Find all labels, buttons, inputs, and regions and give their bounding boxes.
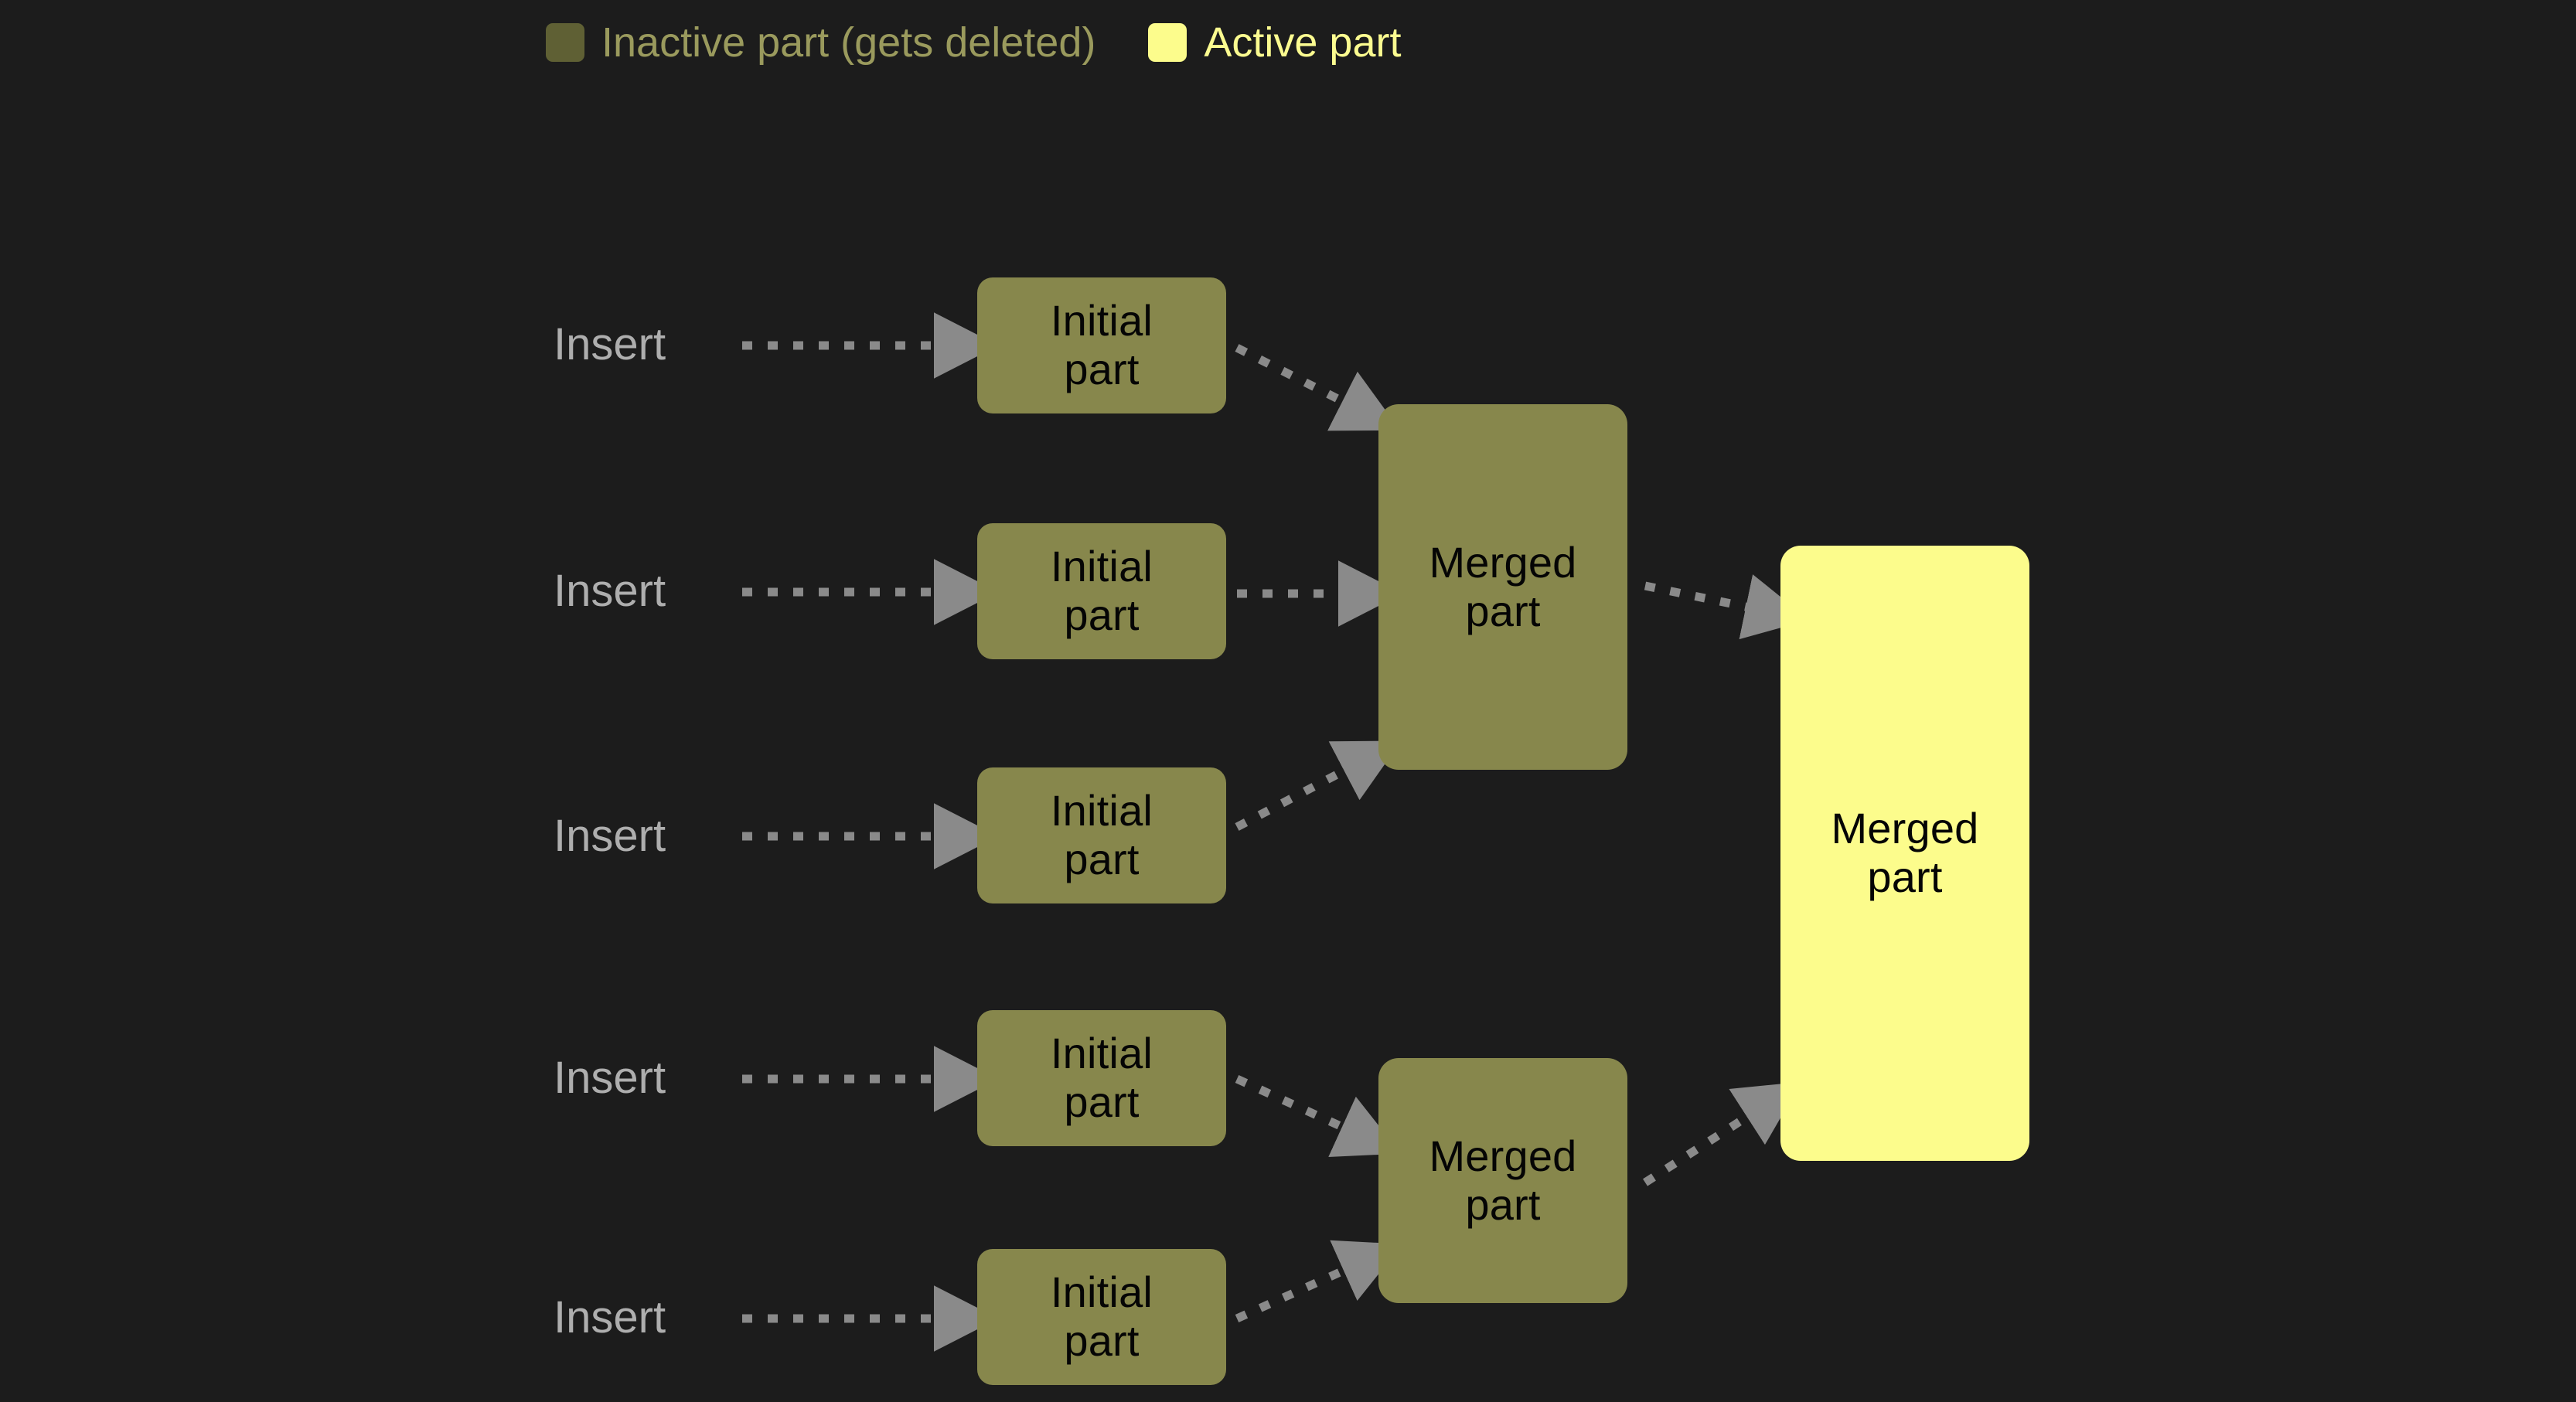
node-line-2: part xyxy=(1064,1077,1140,1126)
insert-label-2: Insert xyxy=(554,566,666,616)
node-line-2: part xyxy=(1064,345,1140,393)
node-initial-part-2-label: Initial part xyxy=(1046,542,1157,639)
node-initial-part-3[interactable]: Initial part xyxy=(977,767,1226,903)
edge-merged-bottom-to-final xyxy=(1643,1081,1801,1186)
node-initial-part-5-label: Initial part xyxy=(1046,1268,1157,1365)
node-initial-part-4[interactable]: Initial part xyxy=(977,1010,1226,1146)
node-initial-part-4-label: Initial part xyxy=(1046,1029,1157,1126)
node-line-1: Merged xyxy=(1429,537,1577,587)
square-swatch-icon xyxy=(1148,23,1187,62)
insert-label-3: Insert xyxy=(554,811,666,861)
edge-initial-1-to-merged-top xyxy=(1235,344,1400,431)
insert-label-1: Insert xyxy=(554,319,666,369)
edge-initial-3-to-merged-top xyxy=(1235,740,1402,831)
node-merged-part-top-label: Merged part xyxy=(1424,537,1581,635)
insert-label-4: Insert xyxy=(554,1053,666,1103)
legend-item-inactive: Inactive part (gets deleted) xyxy=(546,22,1095,63)
node-line-1: Initial xyxy=(1050,296,1153,345)
node-line-1: Initial xyxy=(1050,542,1153,591)
edge-initial-4-to-merged-bottom xyxy=(1235,1074,1402,1158)
node-line-2: part xyxy=(1064,590,1140,639)
node-line-1: Initial xyxy=(1050,786,1153,835)
node-line-1: Initial xyxy=(1050,1268,1153,1317)
insert-label-5: Insert xyxy=(554,1292,666,1342)
node-line-1: Merged xyxy=(1831,804,1979,853)
node-merged-part-bottom[interactable]: Merged part xyxy=(1378,1058,1627,1303)
node-initial-part-5[interactable]: Initial part xyxy=(977,1249,1226,1385)
legend-item-active-label: Active part xyxy=(1204,19,1402,66)
node-line-2: part xyxy=(1465,586,1541,635)
node-initial-part-1[interactable]: Initial part xyxy=(977,277,1226,413)
node-merged-part-top[interactable]: Merged part xyxy=(1378,404,1627,770)
node-line-1: Merged xyxy=(1429,1131,1577,1180)
node-initial-part-2[interactable]: Initial part xyxy=(977,523,1226,659)
square-swatch-icon xyxy=(546,23,584,62)
node-merged-part-final[interactable]: Merged part xyxy=(1780,546,2029,1161)
legend: Inactive part (gets deleted) Active part xyxy=(546,22,1401,63)
legend-item-active: Active part xyxy=(1148,22,1401,63)
node-line-2: part xyxy=(1465,1179,1541,1229)
node-line-2: part xyxy=(1064,1316,1140,1365)
node-merged-part-final-label: Merged part xyxy=(1826,804,1983,901)
legend-item-inactive-label: Inactive part (gets deleted) xyxy=(601,19,1096,66)
edge-initial-5-to-merged-bottom xyxy=(1235,1240,1403,1323)
node-line-2: part xyxy=(1867,852,1943,901)
node-line-1: Initial xyxy=(1050,1029,1153,1078)
node-initial-part-3-label: Initial part xyxy=(1046,786,1157,883)
node-line-2: part xyxy=(1064,835,1140,883)
node-initial-part-1-label: Initial part xyxy=(1046,296,1157,393)
edge-merged-top-to-final xyxy=(1644,574,1810,640)
node-merged-part-bottom-label: Merged part xyxy=(1424,1131,1581,1229)
